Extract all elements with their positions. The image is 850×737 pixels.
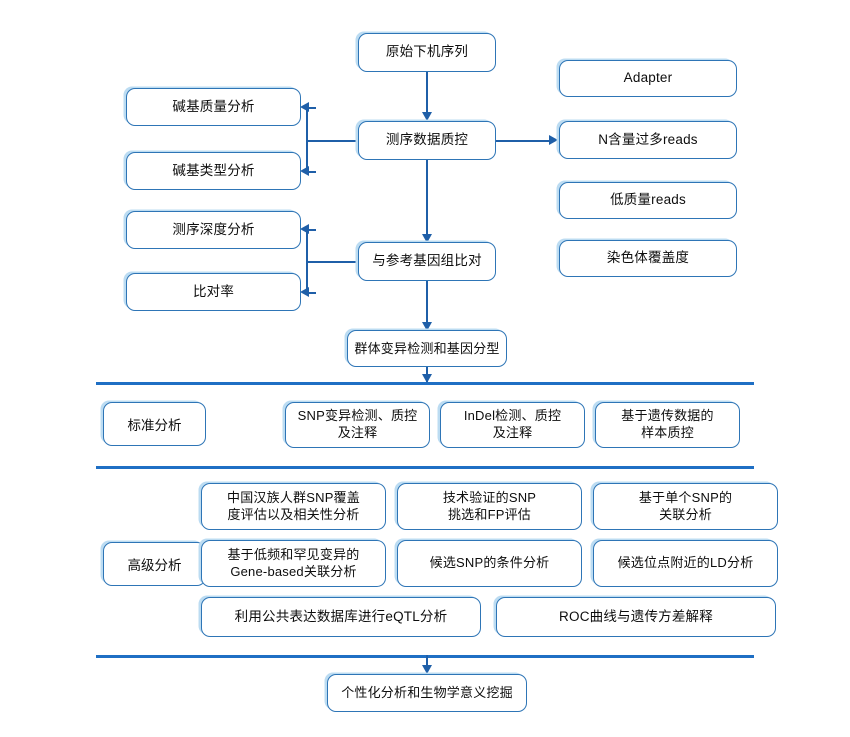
node-genetic-data-sample-qc-label: 基于遗传数据的 样本质控 — [621, 408, 714, 440]
arrowhead-align-to-rate — [300, 286, 309, 297]
node-low-quality-reads-label: 低质量reads — [610, 192, 686, 208]
connector-align-left-stem — [306, 260, 360, 263]
arrowhead-alignment-to-variant — [421, 322, 432, 331]
connector-align-to-rate — [306, 292, 316, 295]
node-qc-label: 测序数据质控 — [385, 132, 469, 148]
node-high-n-reads[interactable]: N含量过多reads — [559, 121, 737, 159]
arrowhead-raw-to-qc — [421, 112, 432, 121]
node-alignment-rate[interactable]: 比对率 — [126, 273, 301, 311]
node-genetic-data-sample-qc[interactable]: 基于遗传数据的 样本质控 — [595, 402, 740, 448]
node-base-type-analysis[interactable]: 碱基类型分析 — [126, 152, 301, 190]
node-candidate-snp-conditional-analysis-label: 候选SNP的条件分析 — [429, 555, 550, 571]
node-alignment[interactable]: 与参考基因组比对 — [358, 242, 496, 281]
node-roc-genetic-variance-label: ROC曲线与遗传方差解释 — [559, 608, 713, 624]
node-han-chinese-snp-coverage[interactable]: 中国汉族人群SNP覆盖 度评估以及相关性分析 — [201, 483, 386, 530]
connector-alignment-to-variant — [426, 281, 429, 325]
node-public-expression-eqtl-analysis[interactable]: 利用公共表达数据库进行eQTL分析 — [201, 597, 481, 637]
node-base-type-analysis-label: 碱基类型分析 — [172, 162, 255, 178]
node-validated-snp-selection-fp[interactable]: 技术验证的SNP 挑选和FP评估 — [397, 483, 582, 530]
node-single-snp-association[interactable]: 基于单个SNP的 关联分析 — [593, 483, 778, 530]
node-variant-calling-label: 群体变异检测和基因分型 — [354, 340, 500, 356]
connector-qc-to-base-type — [306, 171, 316, 174]
node-chromosome-coverage-label: 染色体覆盖度 — [606, 250, 690, 266]
connector-qc-left-riser — [306, 107, 309, 173]
node-variant-calling[interactable]: 群体变异检测和基因分型 — [347, 330, 507, 367]
node-high-n-reads-label: N含量过多reads — [598, 131, 698, 147]
node-candidate-snp-conditional-analysis[interactable]: 候选SNP的条件分析 — [397, 540, 582, 587]
arrowhead-qc-to-alignment — [421, 234, 432, 243]
node-alignment-rate-label: 比对率 — [192, 283, 235, 299]
arrowhead-qc-to-base-type — [300, 165, 309, 176]
stage-chip-advanced-analysis[interactable]: 高级分析 — [103, 542, 206, 586]
connector-qc-to-alignment — [426, 160, 429, 236]
arrowhead-qc-to-n-reads — [549, 134, 558, 145]
connector-align-to-depth — [306, 229, 316, 232]
node-adapter-label: Adapter — [623, 70, 673, 86]
connector-qc-to-n-reads — [496, 139, 551, 142]
node-adapter[interactable]: Adapter — [559, 60, 737, 97]
node-roc-genetic-variance[interactable]: ROC曲线与遗传方差解释 — [496, 597, 776, 637]
stage-chip-standard-analysis-label: 标准分析 — [127, 418, 182, 433]
node-public-expression-eqtl-analysis-label: 利用公共表达数据库进行eQTL分析 — [234, 608, 448, 624]
node-sequencing-depth-analysis-label: 测序深度分析 — [172, 221, 255, 237]
node-gene-based-rare-variant-association[interactable]: 基于低频和罕见变异的 Gene-based关联分析 — [201, 540, 386, 587]
node-gene-based-rare-variant-association-label: 基于低频和罕见变异的 Gene-based关联分析 — [227, 546, 360, 579]
divider-final-stage — [96, 655, 754, 658]
node-personalized-biological-mining[interactable]: 个性化分析和生物学意义挖掘 — [327, 674, 527, 712]
stage-chip-advanced-analysis-label: 高级分析 — [127, 558, 182, 573]
arrowhead-final-stage — [421, 665, 432, 674]
node-base-quality-analysis-label: 碱基质量分析 — [172, 98, 255, 114]
arrowhead-qc-to-base-quality — [300, 101, 309, 112]
node-sequencing-depth-analysis[interactable]: 测序深度分析 — [126, 211, 301, 249]
connector-align-left-riser — [306, 229, 309, 294]
node-personalized-biological-mining-label: 个性化分析和生物学意义挖掘 — [341, 685, 513, 701]
node-low-quality-reads[interactable]: 低质量reads — [559, 182, 737, 219]
node-single-snp-association-label: 基于单个SNP的 关联分析 — [638, 489, 733, 522]
node-validated-snp-selection-fp-label: 技术验证的SNP 挑选和FP评估 — [442, 489, 537, 522]
node-indel-detection-qc-annotation[interactable]: InDel检测、质控 及注释 — [440, 402, 585, 448]
divider-advanced-analysis — [96, 466, 754, 469]
connector-qc-left-stem — [306, 139, 360, 142]
node-qc[interactable]: 测序数据质控 — [358, 121, 496, 160]
node-candidate-locus-ld-analysis-label: 候选位点附近的LD分析 — [617, 555, 754, 571]
connector-qc-to-base-quality — [306, 107, 316, 110]
node-base-quality-analysis[interactable]: 碱基质量分析 — [126, 88, 301, 126]
node-snp-detection-qc-annotation[interactable]: SNP变异检测、质控 及注释 — [285, 402, 430, 448]
divider-standard-analysis — [96, 382, 754, 385]
connector-raw-to-qc — [426, 72, 429, 114]
node-han-chinese-snp-coverage-label: 中国汉族人群SNP覆盖 度评估以及相关性分析 — [227, 489, 360, 522]
node-snp-detection-qc-annotation-label: SNP变异检测、质控 及注释 — [297, 408, 418, 440]
node-indel-detection-qc-annotation-label: InDel检测、质控 及注释 — [463, 408, 562, 440]
node-raw-sequence[interactable]: 原始下机序列 — [358, 33, 496, 72]
node-alignment-label: 与参考基因组比对 — [372, 253, 482, 269]
arrowhead-align-to-depth — [300, 223, 309, 234]
node-raw-sequence-label: 原始下机序列 — [385, 44, 469, 60]
arrowhead-variant-to-standard — [421, 374, 432, 383]
node-candidate-locus-ld-analysis[interactable]: 候选位点附近的LD分析 — [593, 540, 778, 587]
stage-chip-standard-analysis[interactable]: 标准分析 — [103, 402, 206, 446]
node-chromosome-coverage[interactable]: 染色体覆盖度 — [559, 240, 737, 277]
